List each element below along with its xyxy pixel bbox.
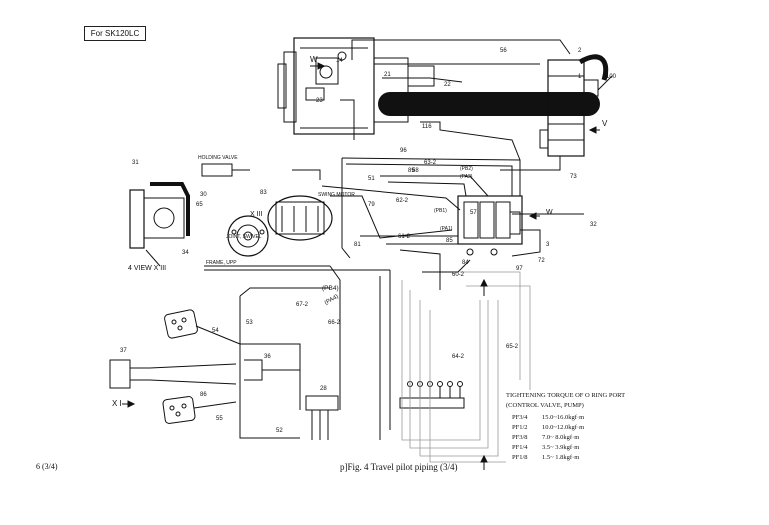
holding-valve-label: HOLDING VALVE — [198, 155, 238, 161]
v-mark: V — [602, 119, 608, 128]
torque-port: PF1/8 — [512, 454, 528, 461]
callout: 62-2 — [396, 198, 409, 204]
pb2-label: (PB2) — [460, 166, 473, 172]
callout: 22 — [444, 82, 451, 88]
torque-port: PF3/8 — [512, 434, 528, 441]
callout: 34 — [182, 250, 189, 256]
callout: 66-2 — [328, 320, 341, 326]
callout: 60-2 — [452, 272, 465, 278]
torque-table-subtitle: (CONTROL VALVE, PUMP) — [506, 402, 584, 409]
callout: 1 — [578, 74, 582, 80]
torque-value: 1.5~ 1.8kgf·m — [542, 454, 580, 461]
control-valve — [457, 195, 523, 256]
callout: 21 — [384, 72, 391, 78]
callout: 2 — [578, 48, 582, 54]
callout: 28 — [320, 386, 327, 392]
pa2-label: (PA2) — [460, 174, 473, 180]
callout: 67-2 — [296, 302, 309, 308]
callout: 65-2 — [506, 344, 519, 350]
callout: 86 — [200, 392, 207, 398]
torque-value: 15.0~16.0kgf·m — [542, 414, 585, 421]
callout: 57 — [470, 210, 477, 216]
callout: 84 — [462, 260, 469, 266]
callout: 96 — [400, 148, 407, 154]
page-number: 6 (3/4) — [36, 462, 58, 471]
callout: 55 — [216, 416, 223, 422]
callout: 116 — [422, 124, 432, 130]
callout: 54 — [212, 328, 219, 334]
pump-assembly — [277, 37, 435, 135]
callout: 100 — [606, 74, 617, 80]
callout: 97 — [516, 266, 523, 272]
callout: 31 — [132, 160, 139, 166]
callout: 79 — [368, 202, 375, 208]
callout: 63-2 — [424, 160, 437, 166]
torque-value: 10.0~12.0kgf·m — [542, 424, 585, 431]
callout: 32 — [590, 222, 597, 228]
callout: 14 — [336, 58, 343, 64]
callout: 53 — [246, 320, 253, 326]
w-mark: W — [310, 55, 318, 64]
callout-labels: 31 30 65 34 83 51 79 81 62-2 61-2 66-2 6… — [120, 48, 617, 434]
swing-motor — [267, 195, 333, 241]
diagram-labels: 4 VIEW X III HOLDING VALVE SWING MOTOR J… — [112, 55, 608, 408]
torque-value: 7.0~ 8.0kgf·m — [542, 434, 580, 441]
right-tank — [539, 54, 613, 157]
callout: 51 — [368, 176, 375, 182]
torque-port: PF1/2 — [512, 424, 528, 431]
callout: 56 — [500, 48, 507, 54]
view-xiii-label: 4 VIEW X III — [128, 265, 166, 272]
callout: 83 — [260, 190, 267, 196]
callout: 89 — [408, 168, 415, 174]
callout: 3 — [546, 242, 550, 248]
callout: 58 — [412, 168, 419, 174]
callout: 37 — [120, 348, 127, 354]
callout: 64-2 — [452, 354, 465, 360]
callout: 30 — [200, 192, 207, 198]
frame-lines — [204, 265, 391, 440]
callout: 23 — [316, 98, 323, 104]
callout: 81 — [354, 242, 361, 248]
main-hose — [378, 92, 600, 116]
callout: 52 — [276, 428, 283, 434]
travel-motor — [129, 182, 190, 267]
callout: 85 — [446, 238, 453, 244]
joint-swivel-label: JOINT, SWIVEL — [226, 234, 262, 240]
faint-lines — [401, 271, 531, 463]
model-label: For SK120LC — [84, 26, 146, 41]
callout: 73 — [570, 174, 577, 180]
pb4-label: (PB4) — [322, 285, 339, 292]
frame-upp-label: FRAME, UPP — [206, 260, 237, 266]
pedal-upper — [164, 309, 198, 339]
callout: 65 — [196, 202, 203, 208]
x-mark-left: X I — [112, 399, 122, 408]
lever-37 — [109, 359, 150, 389]
pa4-label: (PA4) — [324, 294, 340, 307]
torque-port: PF1/4 — [512, 444, 528, 451]
holding-valve — [201, 163, 250, 177]
valve-28 — [305, 395, 339, 440]
arrows — [122, 62, 600, 470]
callout: 72 — [538, 258, 545, 264]
swivel-joint — [227, 215, 269, 257]
pb1-label: (PB1) — [434, 208, 447, 214]
torque-value: 3.5~ 3.9kgf·m — [542, 444, 580, 451]
figure-caption: p]Fig. 4 Travel pilot piping (3/4) — [340, 462, 458, 472]
center-lines — [292, 157, 584, 290]
w-mark-right: W — [546, 209, 553, 216]
pedal-lower — [162, 396, 196, 424]
lower-left-lines — [149, 287, 330, 439]
torque-table-title: TIGHTENING TORQUE OF O RING PORT — [506, 392, 626, 399]
swing-motor-label: SWING MOTOR — [318, 192, 355, 198]
pa1-label: (PA1) — [440, 226, 453, 232]
callout: 36 — [264, 354, 271, 360]
torque-port: PF3/4 — [512, 414, 528, 421]
xiii-mark: X III — [250, 211, 263, 218]
callout: 61-2 — [398, 234, 411, 240]
